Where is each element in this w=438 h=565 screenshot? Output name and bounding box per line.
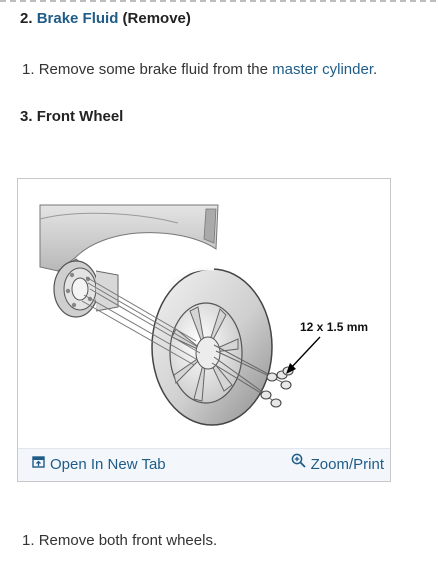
section-heading-front-wheel: 3. Front Wheel: [20, 108, 123, 125]
section-number: 2.: [20, 10, 33, 27]
open-in-new-tab-label: Open In New Tab: [50, 456, 166, 473]
section-heading-brake-fluid: 2. Brake Fluid (Remove): [20, 10, 191, 27]
master-cylinder-link[interactable]: master cylinder: [272, 61, 373, 78]
open-in-new-tab-icon: [32, 448, 45, 480]
section-number: 3.: [20, 108, 33, 125]
open-in-new-tab-button[interactable]: Open In New Tab: [32, 449, 166, 481]
front-wheel-illustration: 12 x 1.5 mm: [18, 179, 390, 449]
step-text: Remove some brake fluid from the: [38, 61, 268, 78]
front-wheel-figure: 12 x 1.5 mm Open In New Tab Zoom/Print: [17, 178, 391, 482]
top-dotted-divider: [0, 0, 438, 2]
brake-fluid-link[interactable]: Brake Fluid: [36, 10, 119, 27]
step-period: .: [373, 61, 378, 78]
zoom-print-button[interactable]: Zoom/Print: [291, 449, 384, 481]
section-title: Front Wheel: [36, 108, 124, 125]
magnifier-plus-icon: [291, 448, 306, 480]
step-number: 1.: [22, 532, 35, 549]
bolt-size-callout: 12 x 1.5 mm: [300, 320, 368, 334]
step-number: 1.: [22, 61, 35, 78]
step-remove-brake-fluid: 1. Remove some brake fluid from the mast…: [22, 61, 377, 78]
zoom-print-label: Zoom/Print: [310, 456, 384, 473]
step-remove-front-wheels: 1. Remove both front wheels.: [22, 532, 217, 549]
section-suffix: (Remove): [122, 10, 191, 27]
step-text: Remove both front wheels.: [38, 532, 218, 549]
figure-toolbar: Open In New Tab Zoom/Print: [18, 448, 390, 481]
